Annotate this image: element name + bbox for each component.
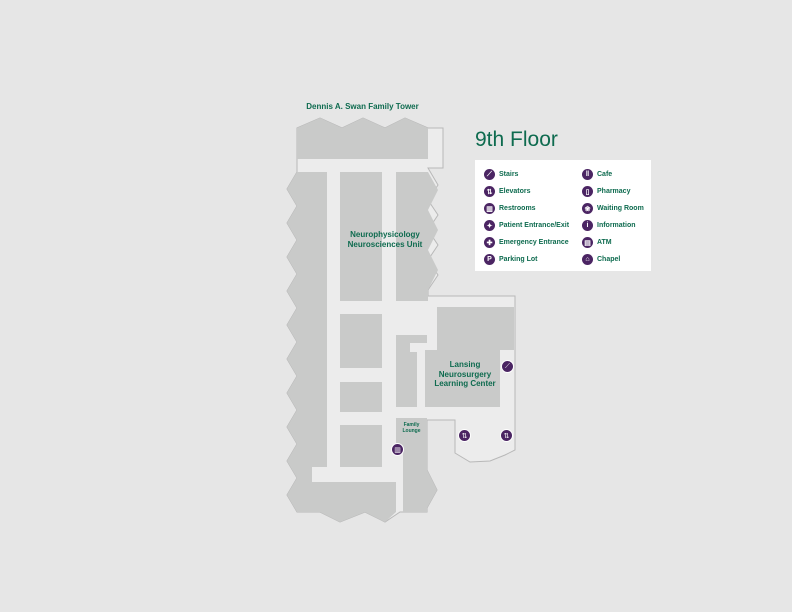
atm-icon: ▤ xyxy=(582,237,593,248)
area-family-lounge[interactable]: Family Lounge xyxy=(396,422,427,434)
legend-label: ATM xyxy=(597,239,612,246)
legend-label: Parking Lot xyxy=(499,256,538,263)
legend-item: ▯ Pharmacy xyxy=(582,183,644,200)
legend-item: ▥ Restrooms xyxy=(484,200,569,217)
area-label: Lounge xyxy=(402,428,421,434)
area-label: Neurosurgery xyxy=(438,369,492,379)
pharmacy-icon: ▯ xyxy=(582,186,593,197)
emergency-icon: ✚ xyxy=(484,237,495,248)
legend-item: ⌂ Chapel xyxy=(582,251,644,268)
legend-item: ✦ Patient Entrance/Exit xyxy=(484,217,569,234)
area-label: Family xyxy=(403,422,420,428)
area-lansing-learning-center[interactable]: Lansing Neurosurgery Learning Center xyxy=(420,360,510,389)
page-title: 9th Floor xyxy=(475,128,558,151)
legend-item: ❀ Waiting Room xyxy=(582,200,644,217)
room-family-lounge xyxy=(396,418,437,512)
parking-icon: P xyxy=(484,254,495,265)
building-name: Dennis A. Swan Family Tower xyxy=(306,102,419,111)
room-e xyxy=(340,425,382,467)
information-icon: i xyxy=(582,220,593,231)
legend-label: Cafe xyxy=(597,171,613,178)
legend-label: Elevators xyxy=(499,188,531,195)
room-f xyxy=(396,335,427,407)
cafe-icon: ǁ xyxy=(582,169,593,180)
elevator-icon[interactable]: ⇅ xyxy=(500,429,513,442)
stairs-icon[interactable]: ⟋ xyxy=(501,360,514,373)
area-label: Learning Center xyxy=(434,379,496,389)
area-label: Neurosciences Unit xyxy=(347,239,423,249)
rooms xyxy=(287,118,514,522)
area-neurosciences-unit[interactable]: Neurophysicology Neurosciences Unit xyxy=(330,230,440,249)
legend-label: Information xyxy=(597,222,636,229)
room-c xyxy=(340,314,382,368)
area-label: Neurophysicology xyxy=(350,230,420,239)
legend-item: ⇅ Elevators xyxy=(484,183,569,200)
legend: ⟋ Stairs ⇅ Elevators ▥ Restrooms ✦ Patient E… xyxy=(475,160,651,271)
room-top-block xyxy=(297,118,428,159)
legend-label: Patient Entrance/Exit xyxy=(499,222,570,229)
legend-item: ǁ Cafe xyxy=(582,166,644,183)
legend-label: Emergency Entrance xyxy=(499,239,569,246)
restroom-icon[interactable]: ▥ xyxy=(391,443,404,456)
legend-label: Restrooms xyxy=(499,205,536,212)
elevator-icon[interactable]: ⇅ xyxy=(458,429,471,442)
legend-label: Stairs xyxy=(499,171,519,178)
legend-label: Chapel xyxy=(597,256,621,263)
room-west-strip xyxy=(287,172,396,522)
chapel-icon: ⌂ xyxy=(582,254,593,265)
room-d xyxy=(340,382,382,412)
patient-entrance-icon: ✦ xyxy=(484,220,495,231)
legend-label: Pharmacy xyxy=(597,188,631,195)
waiting-room-icon: ❀ xyxy=(582,203,593,214)
room-lansing xyxy=(425,307,514,407)
room-neurophysiology xyxy=(340,172,382,301)
legend-column-left: ⟋ Stairs ⇅ Elevators ▥ Restrooms ✦ Patient E… xyxy=(484,166,569,268)
room-east-wing xyxy=(396,172,438,301)
legend-label: Waiting Room xyxy=(597,205,644,212)
stairs-icon: ⟋ xyxy=(484,169,495,180)
elevator-icon: ⇅ xyxy=(484,186,495,197)
legend-item: P Parking Lot xyxy=(484,251,569,268)
area-label: Lansing xyxy=(449,360,481,369)
legend-item: ✚ Emergency Entrance xyxy=(484,234,569,251)
legend-column-right: ǁ Cafe ▯ Pharmacy ❀ Waiting Room i Informati… xyxy=(582,166,644,268)
restroom-icon: ▥ xyxy=(484,203,495,214)
legend-item: ▤ ATM xyxy=(582,234,644,251)
legend-item: i Information xyxy=(582,217,644,234)
legend-item: ⟋ Stairs xyxy=(484,166,569,183)
